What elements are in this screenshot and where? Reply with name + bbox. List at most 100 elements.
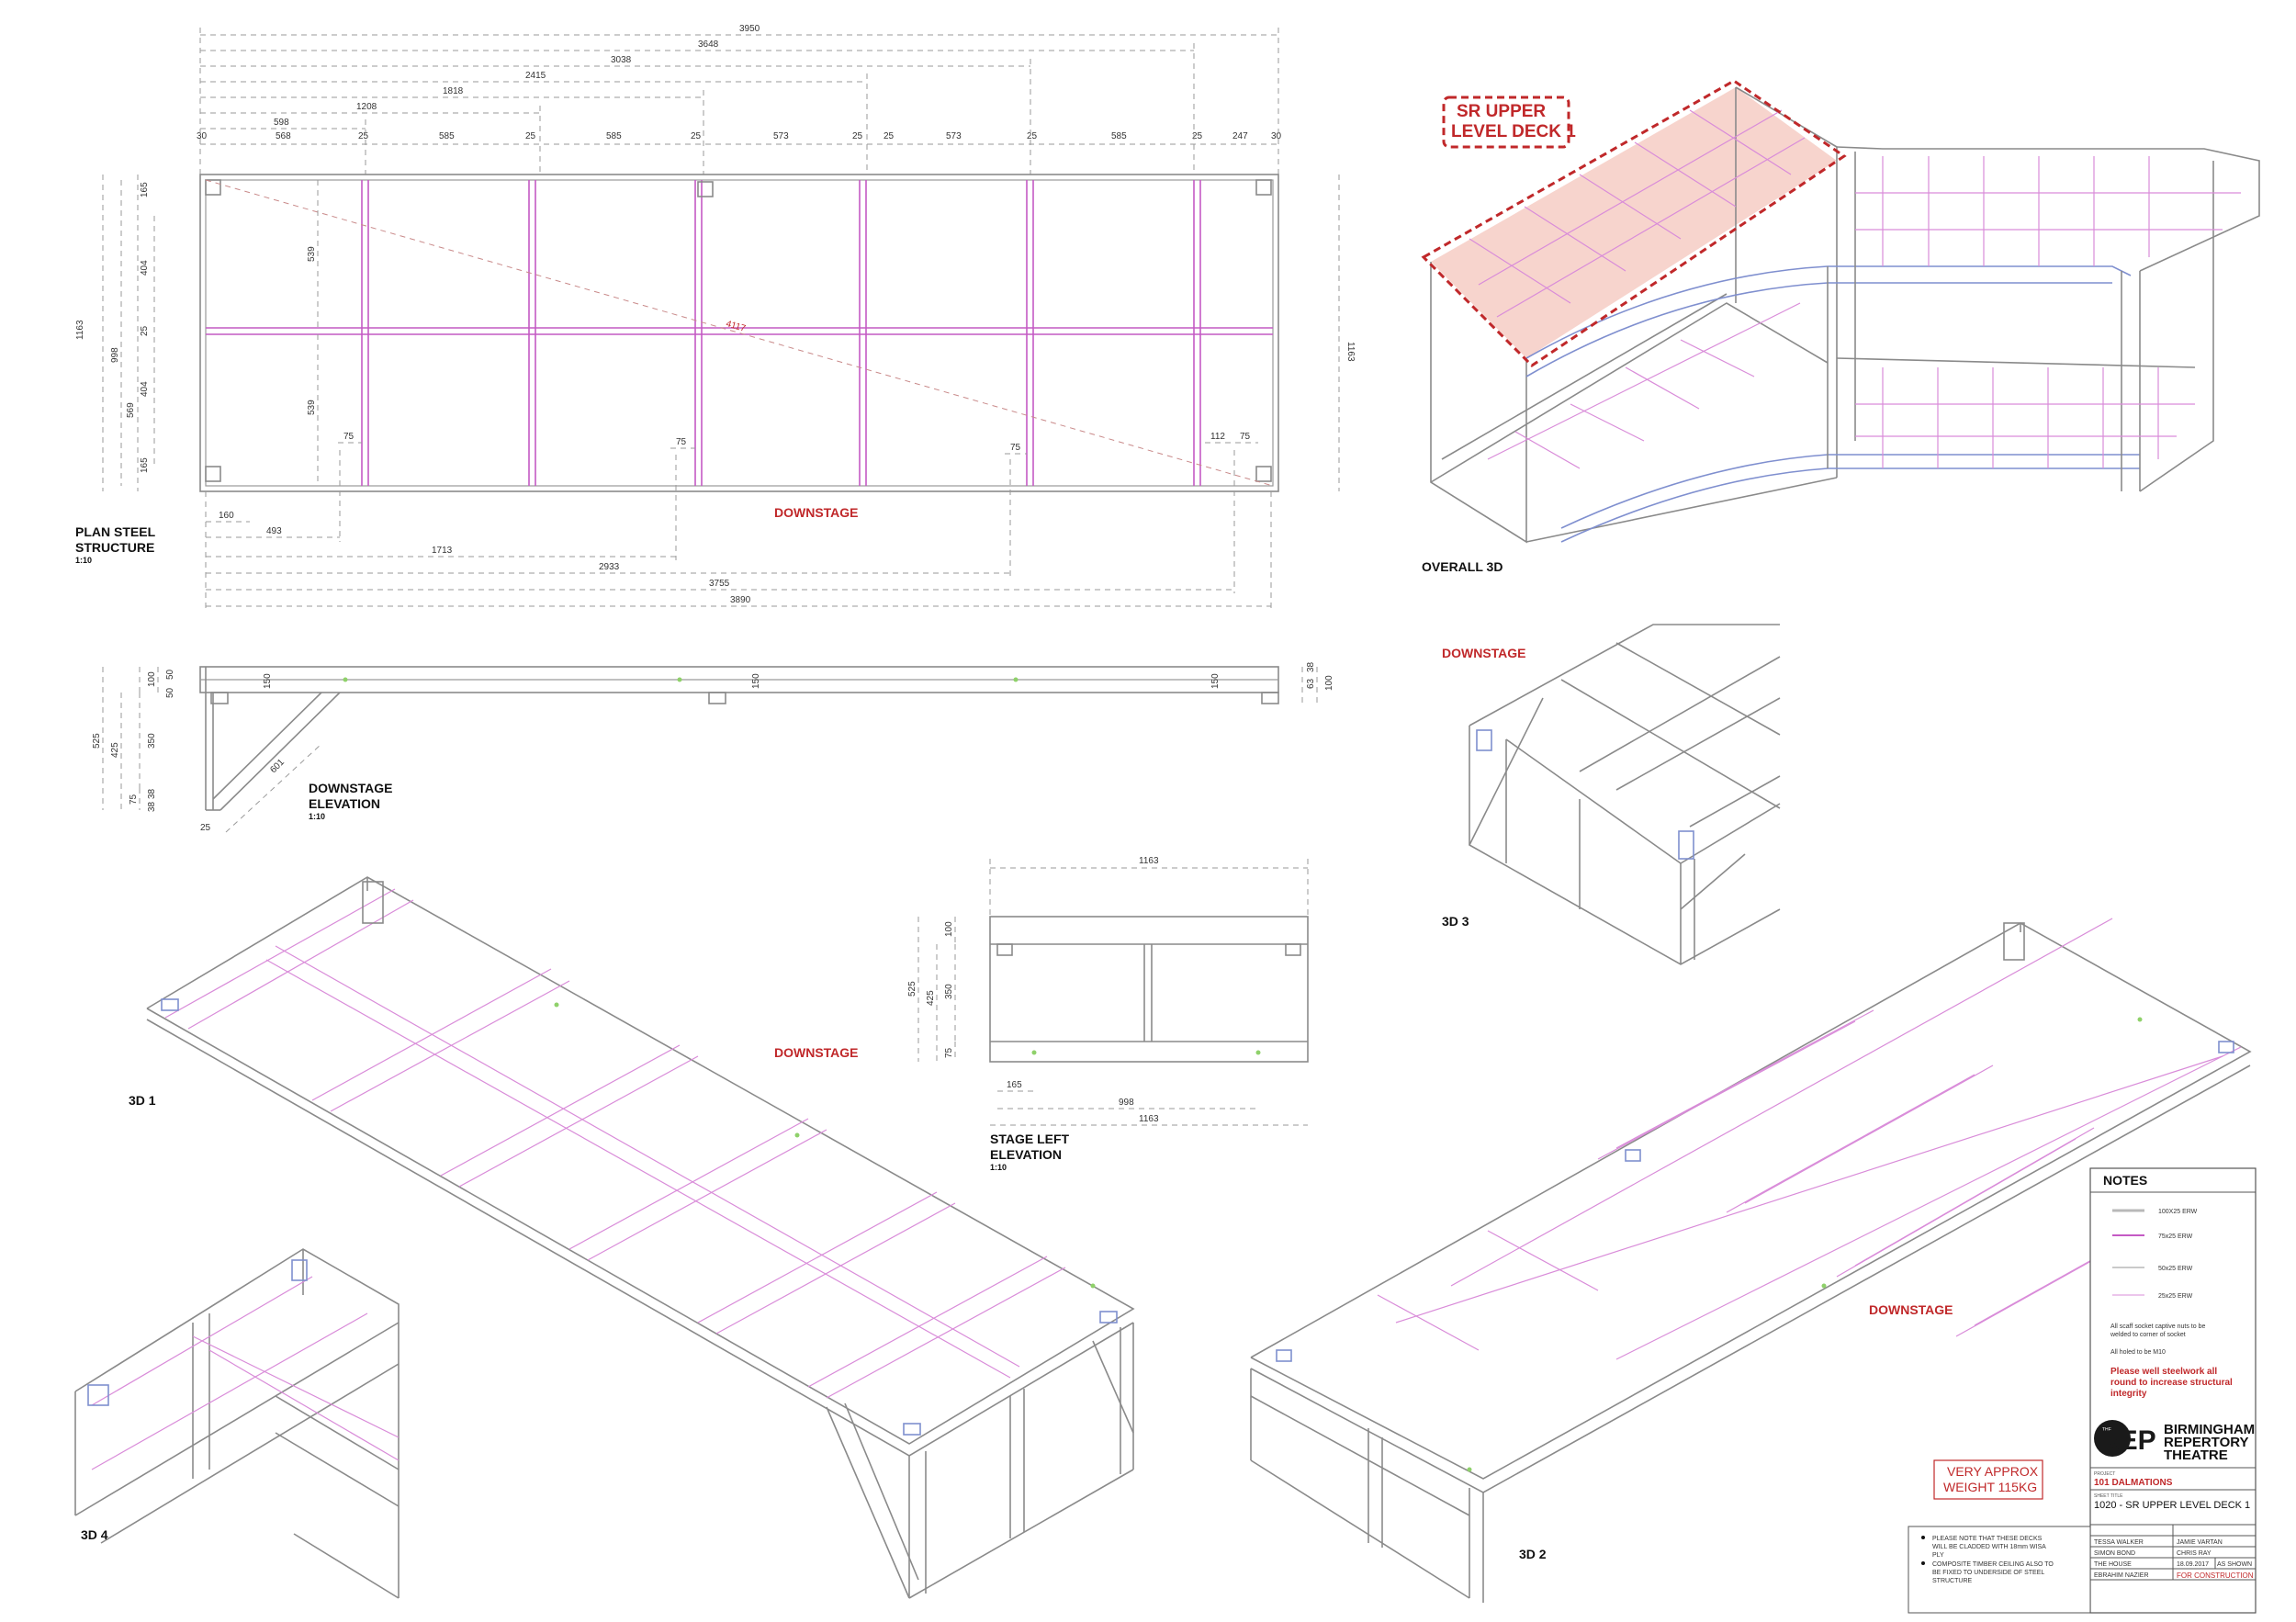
logo-the: THE — [2102, 1427, 2112, 1433]
callout-box — [1442, 96, 1570, 149]
socket-icon — [291, 1259, 308, 1281]
view-3d-4: 3D 4 — [74, 1248, 400, 1599]
socket-icon — [903, 1423, 921, 1436]
dim-3038: 3038 — [611, 55, 632, 65]
socket-icon — [362, 881, 384, 924]
dim-998: 998 — [1119, 1098, 1134, 1108]
dim-38: 38 — [147, 801, 157, 812]
socket-icon — [87, 1384, 109, 1406]
note-socket-2: welded to corner of socket — [2110, 1332, 2186, 1338]
seg-dim: 25 — [884, 131, 895, 141]
socket-icon — [1678, 830, 1694, 860]
dim-150: 150 — [751, 673, 761, 689]
view3d4-label: 3D 4 — [81, 1527, 108, 1542]
socket-icon — [697, 181, 714, 197]
dim-998: 998 — [110, 347, 120, 363]
diagonal-dim: 4117 — [725, 319, 747, 334]
callout-line-2: LEVEL DECK 1 — [1451, 122, 1576, 141]
view-3d-2: DOWNSTAGE 3D 2 — [1250, 918, 2252, 1603]
dim-493: 493 — [266, 526, 282, 536]
footnote-1b: WILL BE CLADDED WITH 18mm WISA — [1932, 1544, 2046, 1550]
sheet-label: SHEET TITLE — [2094, 1493, 2123, 1499]
tb-status: FOR CONSTRUCTION — [2177, 1571, 2254, 1580]
dim-1163: 1163 — [1139, 1114, 1159, 1124]
dim-150: 150 — [1210, 673, 1221, 689]
plan-title-1: PLAN STEEL — [75, 524, 156, 539]
dim-350: 350 — [147, 733, 157, 749]
dim-1713: 1713 — [432, 546, 453, 556]
footnote-2c: STRUCTURE — [1932, 1578, 1972, 1584]
weight-line-2: WEIGHT 115KG — [1943, 1480, 2037, 1494]
dim-50: 50 — [165, 687, 175, 698]
seg-dim: 30 — [197, 131, 208, 141]
dim-160: 160 — [219, 511, 234, 521]
dim-50: 50 — [165, 669, 175, 680]
tb-approver: CHRIS RAY — [2177, 1550, 2212, 1557]
dim-525: 525 — [907, 981, 917, 997]
dim-525: 525 — [92, 733, 102, 749]
dim-569: 569 — [126, 402, 136, 418]
dim-63: 63 — [1306, 678, 1316, 689]
dim-165: 165 — [1007, 1080, 1022, 1090]
tb-scale: AS SHOWN — [2217, 1561, 2252, 1568]
dim-112: 112 — [1210, 432, 1225, 442]
weld-markers — [343, 677, 2143, 1472]
weight-box: VERY APPROX WEIGHT 115KG — [1933, 1459, 2043, 1500]
dim-100: 100 — [147, 671, 157, 687]
project-name: 101 DALMATIONS — [2094, 1478, 2173, 1488]
footnote-1a: PLEASE NOTE THAT THESE DECKS — [1932, 1536, 2043, 1542]
dim-404: 404 — [140, 381, 150, 397]
view3d1-label: 3D 1 — [129, 1093, 156, 1108]
rep-logo: REP — [2099, 1425, 2156, 1456]
plan-title-2: STRUCTURE — [75, 540, 154, 555]
dim-165: 165 — [140, 182, 150, 197]
dim-75: 75 — [1240, 432, 1251, 442]
dim-3890: 3890 — [730, 595, 751, 605]
seg-dim: 30 — [1271, 131, 1282, 141]
tb-date: 18.09.2017 — [2177, 1561, 2209, 1568]
seg-dim: 573 — [773, 131, 789, 141]
footnote-2b: BE FIXED TO UNDERSIDE OF STEEL — [1932, 1570, 2044, 1576]
view3d1-downstage: DOWNSTAGE — [774, 1045, 859, 1060]
legend-25x25: 25x25 ERW — [2158, 1293, 2193, 1300]
view3d2-downstage: DOWNSTAGE — [1869, 1302, 1953, 1317]
view-3d-3: DOWNSTAGE 3D 3 — [1442, 624, 1781, 965]
socket-icon — [2003, 922, 2025, 961]
dim-75: 75 — [129, 794, 139, 805]
view3d2-label: 3D 2 — [1519, 1547, 1547, 1561]
seg-dim: 585 — [1111, 131, 1127, 141]
dim-1208: 1208 — [356, 102, 377, 112]
socket-icon — [205, 466, 221, 482]
tb-engineer: EBRAHIM NAZIER — [2094, 1572, 2149, 1579]
company-line-2: REPERTORY — [2164, 1435, 2249, 1450]
sheet-title: 1020 - SR UPPER LEVEL DECK 1 — [2094, 1500, 2250, 1511]
plan-downstage-label: DOWNSTAGE — [774, 505, 859, 520]
overall-3d-label: OVERALL 3D — [1422, 559, 1503, 574]
socket-icon — [2218, 1041, 2234, 1053]
socket-icon — [1099, 1311, 1118, 1324]
sr-upper-deck-outline — [1421, 79, 1847, 367]
plan-left-dimensions: 1163 998 165 404 25 404 569 165 539 539 … — [75, 175, 1356, 491]
dim-539: 539 — [307, 246, 317, 262]
company-line-1: BIRMINGHAM — [2164, 1422, 2255, 1437]
elevation-title-1: DOWNSTAGE — [309, 781, 393, 795]
elevation-title-2: ELEVATION — [309, 796, 380, 811]
dim-150: 150 — [263, 673, 273, 689]
notes-panel: NOTES 100X25 ERW 75x25 ERW 50x25 ERW 25x… — [2089, 1167, 2257, 1614]
seg-dim: 25 — [852, 131, 863, 141]
overall-3d-view: SR UPPER LEVEL DECK 1 OVERALL 3D — [1421, 79, 2260, 574]
dim-2933: 2933 — [599, 562, 620, 572]
downstage-elevation: 525 425 100 50 50 350 75 38 38 150 150 1… — [92, 661, 1334, 833]
seg-dim: 568 — [276, 131, 291, 141]
project-label: PROJECT — [2094, 1471, 2115, 1477]
seg-dim: 585 — [439, 131, 455, 141]
titleblock-grid: TESSA WALKER JAMIE VARTAN SIMON BOND CHR… — [2090, 1525, 2256, 1581]
weight-line-1: VERY APPROX — [1947, 1464, 2039, 1479]
stage-left-title-2: ELEVATION — [990, 1147, 1062, 1162]
callout-line-1: SR UPPER — [1457, 102, 1546, 121]
dim-1163-right: 1163 — [1345, 342, 1356, 362]
elevation-scale: 1:10 — [309, 812, 325, 821]
legend-75x25: 75x25 ERW — [2158, 1233, 2193, 1240]
plan-scale: 1:10 — [75, 556, 92, 565]
stage-left-title-1: STAGE LEFT — [990, 1132, 1070, 1146]
